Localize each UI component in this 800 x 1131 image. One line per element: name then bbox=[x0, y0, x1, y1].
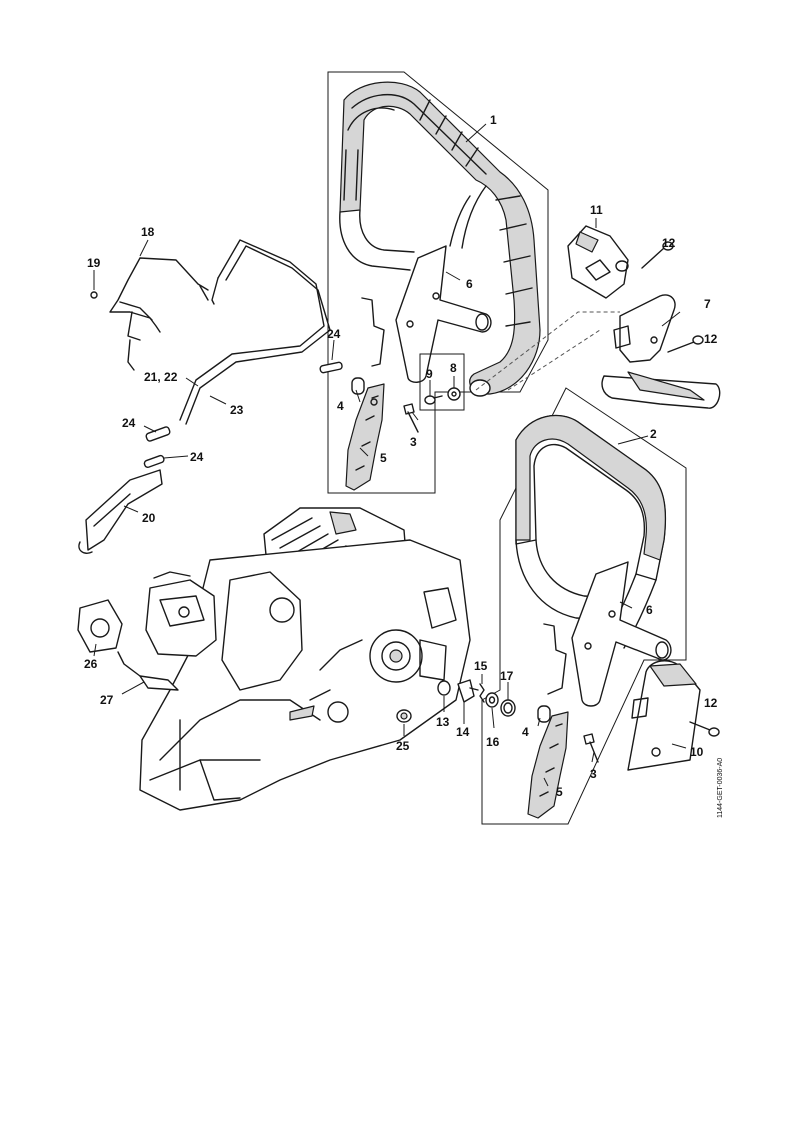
mount-bracket-6-upper bbox=[395, 245, 492, 383]
callout-6-lower: 6 bbox=[646, 603, 653, 617]
callouts: 1 6 4 3 5 9 8 11 12 7 12 2 6 4 3 5 12 10… bbox=[84, 113, 718, 799]
mount-bracket-6-lower bbox=[571, 561, 672, 707]
callout-9: 9 bbox=[426, 367, 433, 381]
gasket-26 bbox=[77, 599, 123, 653]
handle-bar-2 bbox=[515, 414, 667, 649]
callout-7: 7 bbox=[704, 297, 711, 311]
callout-3-lower: 3 bbox=[590, 767, 597, 781]
callout-19: 19 bbox=[87, 256, 101, 270]
callout-23: 23 bbox=[230, 403, 244, 417]
bracket-14 bbox=[457, 679, 479, 703]
callout-25: 25 bbox=[396, 739, 410, 753]
callout-17: 17 bbox=[500, 669, 514, 683]
callout-4-lower: 4 bbox=[522, 725, 529, 739]
callout-12-mid: 12 bbox=[704, 332, 718, 346]
leader-lines bbox=[93, 123, 687, 787]
screw-3-upper bbox=[403, 403, 419, 433]
plug-25 bbox=[396, 709, 412, 723]
callout-2: 2 bbox=[650, 427, 657, 441]
document-id: 1144-GET-0036-A0 bbox=[717, 758, 724, 818]
sleeve-24-bottom bbox=[143, 454, 165, 469]
washer-16 bbox=[485, 692, 499, 708]
callout-14: 14 bbox=[456, 725, 470, 739]
callout-13: 13 bbox=[436, 715, 450, 729]
callout-16: 16 bbox=[486, 735, 500, 749]
heating-element-20 bbox=[78, 469, 163, 554]
callout-20: 20 bbox=[142, 511, 156, 525]
carburetor-assembly bbox=[145, 571, 217, 657]
throttle-trigger-11 bbox=[567, 225, 629, 299]
heater-wire-23 bbox=[179, 239, 331, 425]
callout-6-upper: 6 bbox=[466, 277, 473, 291]
spring-clip-lower bbox=[543, 623, 567, 695]
callout-12-bottom: 12 bbox=[704, 696, 718, 710]
sleeve-24-top bbox=[319, 361, 343, 374]
bushing-4-lower bbox=[537, 705, 551, 723]
callout-5-lower: 5 bbox=[556, 785, 563, 799]
spring-clip-upper bbox=[361, 297, 385, 367]
impulse-line-27 bbox=[117, 651, 179, 691]
callout-11: 11 bbox=[590, 203, 603, 217]
alignment-line-lower bbox=[507, 329, 601, 391]
assembly-frame-lower bbox=[481, 387, 687, 825]
callout-4-upper: 4 bbox=[337, 399, 344, 413]
small-parts-box bbox=[419, 353, 465, 411]
callout-12-top: 12 bbox=[662, 236, 676, 250]
screw-3-lower bbox=[583, 733, 599, 763]
callout-3-upper: 3 bbox=[410, 435, 417, 449]
callout-1: 1 bbox=[490, 113, 497, 127]
callout-8: 8 bbox=[450, 361, 457, 375]
spring-15 bbox=[479, 683, 485, 703]
bracket-5-lower bbox=[527, 711, 569, 819]
screw-9 bbox=[424, 395, 443, 405]
screw-12-mid bbox=[667, 335, 704, 353]
cover-7 bbox=[601, 294, 721, 409]
callout-24-left: 24 bbox=[122, 416, 136, 430]
screw-12-bottom bbox=[689, 721, 720, 737]
callout-24-top: 24 bbox=[327, 327, 341, 341]
callout-5-upper: 5 bbox=[380, 451, 387, 465]
bracket-5-upper bbox=[345, 383, 385, 491]
callout-10: 10 bbox=[690, 745, 704, 759]
wiring-harness-18 bbox=[90, 257, 209, 371]
callout-27: 27 bbox=[100, 693, 114, 707]
bushing-4-upper bbox=[351, 377, 365, 395]
assembly-frame-upper bbox=[327, 71, 549, 494]
engine-housing bbox=[139, 507, 471, 811]
callout-15: 15 bbox=[474, 659, 488, 673]
bushing-13 bbox=[437, 680, 451, 696]
sleeve-24-left bbox=[145, 426, 171, 442]
callout-21-22: 21, 22 bbox=[144, 370, 178, 384]
callout-18: 18 bbox=[141, 225, 155, 239]
washer-8 bbox=[447, 387, 461, 401]
callout-24-right: 24 bbox=[190, 450, 204, 464]
alignment-line-upper bbox=[475, 311, 620, 391]
screw-12-top bbox=[641, 241, 674, 269]
callout-26: 26 bbox=[84, 657, 98, 671]
handle-bar-1 bbox=[339, 81, 541, 397]
cover-10 bbox=[627, 660, 701, 771]
ring-17 bbox=[500, 699, 516, 717]
